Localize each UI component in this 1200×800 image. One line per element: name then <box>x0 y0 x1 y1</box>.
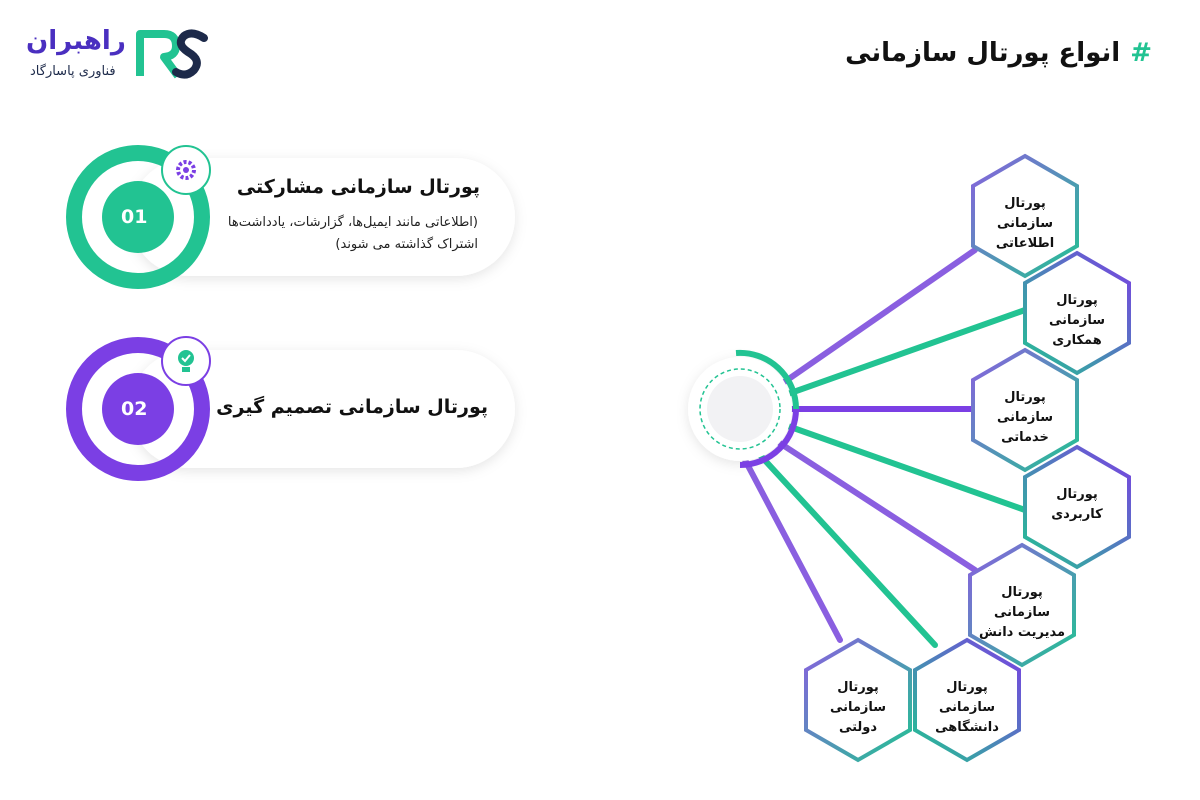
lightbulb-icon <box>178 350 194 372</box>
portal-hexagon-label: پورتال سازمانی اطلاعاتی <box>977 194 1073 254</box>
logo-name: راهبران <box>26 26 126 56</box>
portal-label-line2: خدماتی <box>1001 430 1049 445</box>
hub-dashed-ring <box>699 368 781 450</box>
card-1-number-circle <box>102 181 174 253</box>
card-1-number: 01 <box>121 206 148 228</box>
portal-label-line1: پورتال سازمانی <box>996 390 1054 425</box>
portal-label-line2: مدیریت دانش <box>978 625 1066 640</box>
portal-label-line1: پورتال سازمانی <box>996 196 1054 231</box>
hexagon-group <box>804 153 1131 763</box>
spokes <box>742 247 1028 648</box>
page-title-text: انواع پورتال سازمانی <box>845 38 1121 68</box>
portal-hexagon <box>971 347 1079 473</box>
hash-icon: # <box>1130 38 1152 68</box>
portal-label-line2: دولتی <box>838 720 878 735</box>
portal-hexagon <box>804 637 912 763</box>
portal-hexagon <box>971 153 1079 279</box>
portal-label-line1: پورتال سازمانی <box>1048 293 1106 328</box>
page-title: # انواع پورتال سازمانی <box>845 38 1152 68</box>
portal-label-line1: پورتال سازمانی <box>938 680 996 715</box>
portal-label-line2: دانشگاهی <box>935 720 999 735</box>
portal-hexagon-label: پورتال سازمانی دولتی <box>810 678 906 738</box>
card-2-title: پورتال سازمانی تصمیم گیری <box>216 396 488 418</box>
hub-center <box>707 376 773 442</box>
hub-arc-green <box>735 349 800 410</box>
portal-label-line1: پورتال سازمانی <box>993 585 1051 620</box>
portal-label-line2: کاربردی <box>1051 507 1103 522</box>
card-1-background <box>130 158 515 276</box>
portal-hexagon <box>968 542 1076 668</box>
card-2-background <box>130 350 515 468</box>
gear-icon <box>176 160 196 180</box>
logo-subtitle: فناوری پاسارگاد <box>30 64 116 79</box>
portal-hexagon-label: پورتال سازمانی مدیریت دانش <box>974 583 1070 643</box>
portal-hexagon <box>913 637 1021 763</box>
card-1-ring <box>66 145 210 289</box>
portal-hexagon <box>1023 250 1131 376</box>
portal-label-line1: پورتال سازمانی <box>829 680 887 715</box>
card-2-number: 02 <box>121 398 148 420</box>
portal-label-line1: پورتال <box>1056 487 1098 502</box>
card-2-ring <box>66 337 210 481</box>
logo-mark <box>136 29 208 79</box>
card-1-title: پورتال سازمانی مشارکتی <box>236 176 480 198</box>
portal-hexagon-label: پورتال سازمانی دانشگاهی <box>919 678 1015 738</box>
card-1-description: (اطلاعاتی مانند ایمیل‌ها، گزارشات، یاددا… <box>227 215 478 252</box>
hub-arc-purple <box>739 408 799 468</box>
portal-label-line2: اطلاعاتی <box>995 236 1055 251</box>
portal-hexagon <box>1023 444 1131 570</box>
portal-hexagon-label: پورتال سازمانی همکاری <box>1029 291 1125 351</box>
card-2-number-circle <box>102 373 174 445</box>
portal-label-line2: همکاری <box>1052 333 1102 348</box>
portal-hexagon-label: پورتال سازمانی خدماتی <box>977 388 1073 448</box>
portal-hexagon-label: پورتال کاربردی <box>1029 485 1125 525</box>
